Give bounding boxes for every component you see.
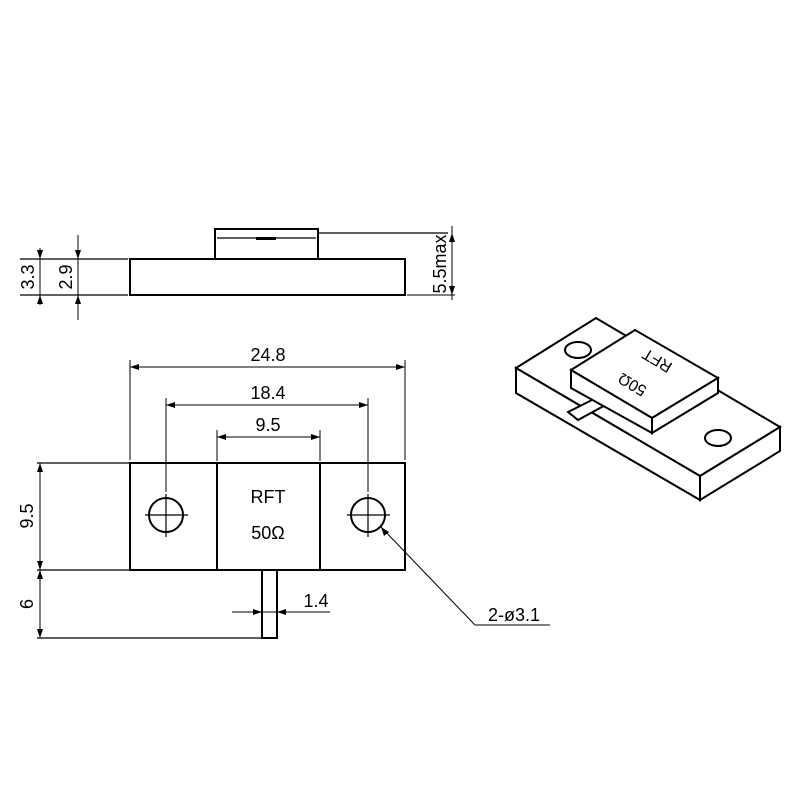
isometric-view: RFT 50Ω — [514, 316, 782, 502]
dim-hole-spacing: 18.4 — [250, 383, 285, 403]
dim-max-height: 5.5max — [430, 234, 450, 293]
top-view-base — [129, 462, 406, 571]
dim-flange-height: 2.9 — [56, 264, 76, 289]
dim-tab-width: 1.4 — [303, 591, 328, 611]
dim-body-width: 9.5 — [255, 415, 280, 435]
top-view: RFT 50Ω 24.8 18.4 9.5 9.5 6 — [17, 345, 550, 639]
mounting-hole-right — [347, 494, 390, 537]
side-view-base — [129, 258, 406, 296]
top-view-body — [216, 462, 321, 571]
dim-tab-length: 6 — [17, 599, 37, 609]
dim-base-height: 9.5 — [17, 503, 37, 528]
dim-total-height: 3.3 — [18, 264, 38, 289]
iso-hole-left — [564, 341, 592, 359]
side-view: 3.3 2.9 5.5max — [18, 226, 455, 320]
part-label-line2: 50Ω — [251, 523, 284, 543]
part-label-line1: RFT — [251, 487, 286, 507]
side-view-body — [214, 228, 319, 260]
iso-hole-right — [704, 429, 732, 447]
mounting-hole-left — [145, 494, 188, 537]
dim-hole-callout: 2-ø3.1 — [488, 605, 540, 625]
dim-overall-length: 24.8 — [250, 345, 285, 365]
top-view-tab — [261, 569, 278, 639]
